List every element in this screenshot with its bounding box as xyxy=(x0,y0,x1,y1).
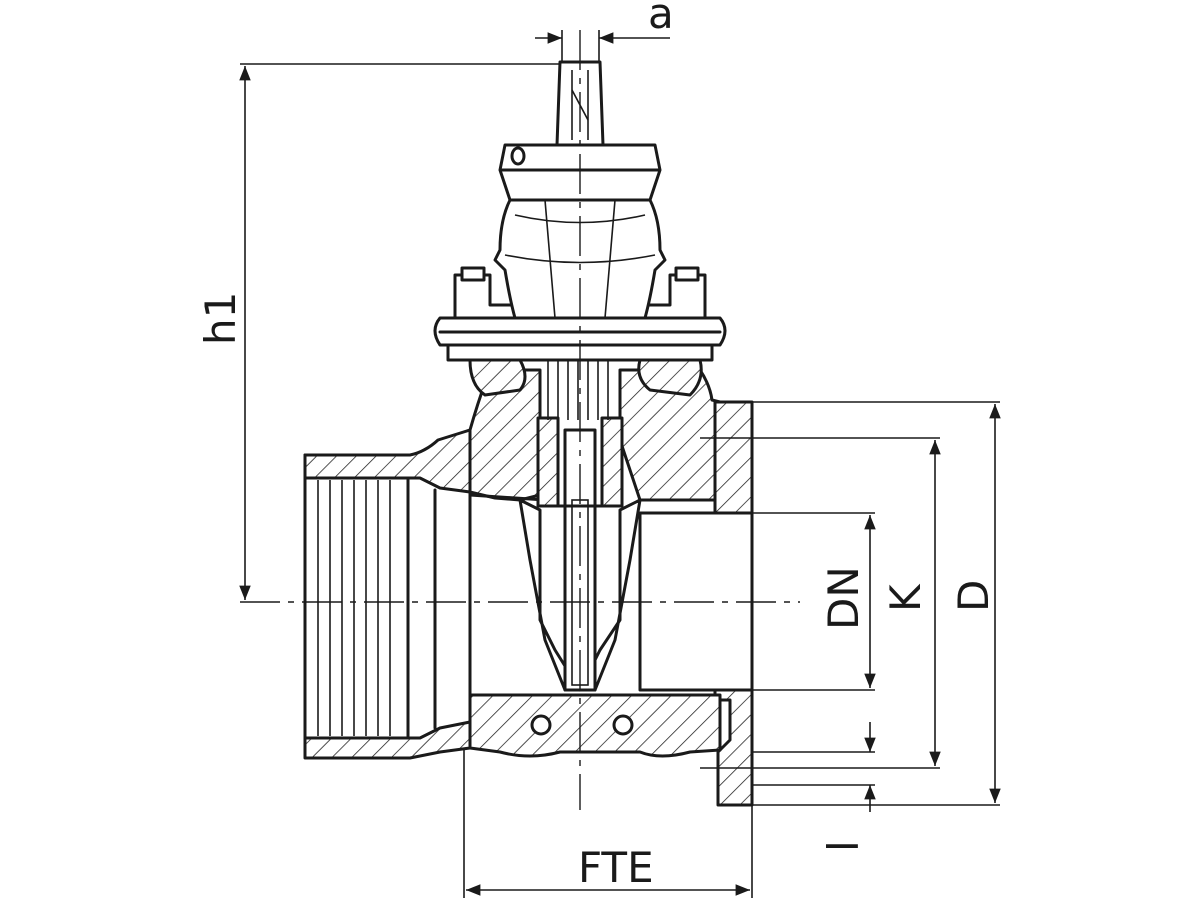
dimension-k: K xyxy=(700,437,941,769)
dimension-h1: h1 xyxy=(196,63,560,600)
dimension-l-label: l xyxy=(819,840,868,852)
bonnet xyxy=(433,60,727,420)
dimension-fte: FTE xyxy=(463,748,753,898)
dimension-dn-label: DN xyxy=(819,566,868,630)
dimension-a-label: a xyxy=(648,0,674,38)
dimension-dn: DN xyxy=(752,512,876,691)
bolt-hole-right xyxy=(612,714,634,736)
nut-left xyxy=(536,416,560,508)
nut-right xyxy=(600,416,624,508)
dimension-d-label: D xyxy=(949,580,998,612)
dimension-a: a xyxy=(535,0,674,62)
bonnet-inner-left xyxy=(468,358,527,397)
bonnet-inner-right xyxy=(637,358,703,397)
left-socket-wall-top xyxy=(303,428,472,494)
valve-body xyxy=(303,368,754,807)
bolt-hole-left xyxy=(530,714,552,736)
thread-lines xyxy=(317,478,437,738)
stem-lines xyxy=(547,360,609,420)
dimension-fte-label: FTE xyxy=(578,843,654,892)
dimension-k-label: K xyxy=(881,583,930,612)
bonnet-dome xyxy=(493,198,667,320)
dimension-h1-label: h1 xyxy=(196,292,245,345)
dimension-d: D xyxy=(752,401,1001,806)
dimension-l: l xyxy=(752,722,876,852)
body-bottom-section xyxy=(468,693,722,758)
wedge xyxy=(518,498,642,692)
